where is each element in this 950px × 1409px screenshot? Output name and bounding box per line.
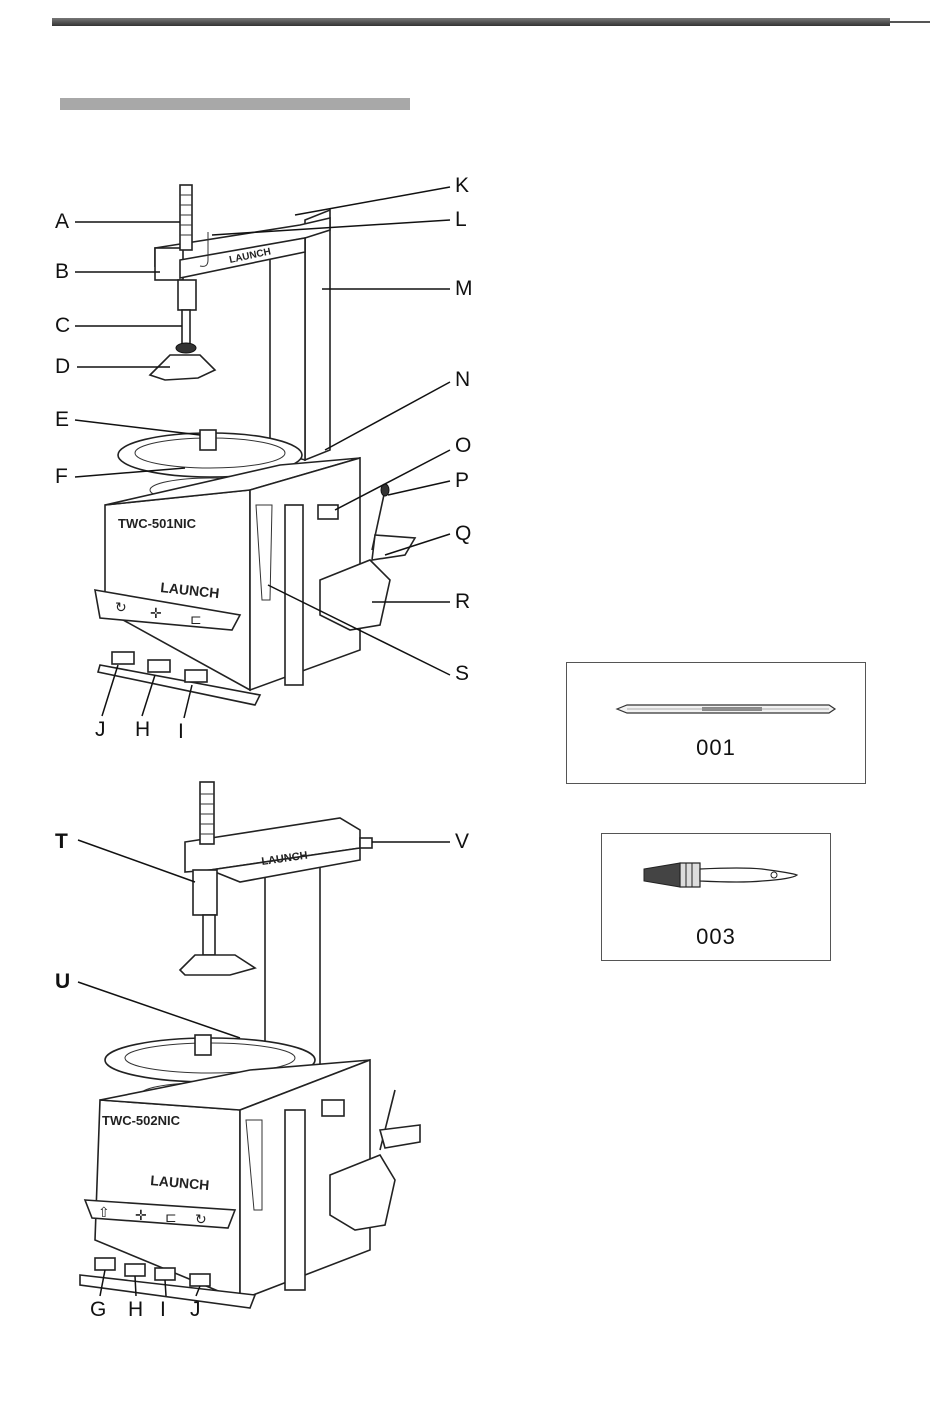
machine2-up-icon: ⇧ bbox=[98, 1204, 110, 1220]
machine2-rotate-icon: ↻ bbox=[195, 1211, 207, 1227]
machine2-bracket bbox=[380, 1125, 420, 1148]
label-q: Q bbox=[455, 522, 471, 545]
machine2-shaft-upper bbox=[193, 870, 217, 915]
label-n: N bbox=[455, 368, 470, 391]
machine1-pedal-j bbox=[112, 652, 134, 664]
brush-icon bbox=[602, 849, 830, 909]
accessory-003-box: 003 bbox=[601, 833, 831, 961]
machine1-rotate-icon: ↻ bbox=[115, 599, 127, 615]
machine1-clamp-icon: ⊏ bbox=[190, 611, 202, 627]
machine2-side-plate bbox=[285, 1110, 305, 1290]
section-bar bbox=[60, 98, 410, 110]
machine1-shaft bbox=[182, 310, 190, 345]
figure-twc-502nic: LAUNCH TWC-502NIC LAUNCH ⇧ ✛ ⊏ ↻ T U V G… bbox=[0, 770, 500, 1330]
machine2-clamp-icon: ⊏ bbox=[165, 1209, 177, 1225]
accessory-001-box: 001 bbox=[566, 662, 866, 784]
figure-twc-501nic: LAUNCH TWC-501NIC LAUNCH ↻ ✛ ⊏ A B C D E… bbox=[0, 160, 500, 750]
machine2-mount-head bbox=[180, 955, 255, 975]
label-t: T bbox=[55, 830, 68, 853]
label-m: M bbox=[455, 277, 473, 300]
machine1-pedal-i bbox=[185, 670, 207, 682]
label-f: F bbox=[55, 465, 68, 488]
label-b: B bbox=[55, 260, 69, 283]
machine2-model: TWC-502NIC bbox=[102, 1113, 181, 1128]
machine2-pedal-g bbox=[95, 1258, 115, 1270]
label-j2: J bbox=[190, 1298, 201, 1321]
label-i: I bbox=[178, 720, 184, 743]
machine1-shaft-upper bbox=[178, 280, 196, 310]
machine1-arm-head bbox=[155, 248, 183, 280]
machine2-pedal-i bbox=[155, 1268, 175, 1280]
machine2-pedal-h bbox=[125, 1264, 145, 1276]
label-h: H bbox=[135, 718, 150, 741]
machine1-model: TWC-501NIC bbox=[118, 516, 197, 531]
tire-lever-icon bbox=[567, 683, 865, 743]
machine1-pedal-h bbox=[148, 660, 170, 672]
label-k: K bbox=[455, 174, 469, 197]
label-u: U bbox=[55, 970, 70, 993]
label-g: G bbox=[90, 1298, 106, 1321]
label-o: O bbox=[455, 434, 471, 457]
machine2-screw bbox=[200, 782, 214, 844]
machine2-cross-icon: ✛ bbox=[135, 1207, 147, 1223]
accessory-001-code: 001 bbox=[567, 735, 865, 761]
machine2-clamp bbox=[195, 1035, 211, 1055]
label-s: S bbox=[455, 662, 469, 685]
label-e: E bbox=[55, 408, 69, 431]
label-h2: H bbox=[128, 1298, 143, 1321]
machine2-arm-tip bbox=[360, 838, 372, 848]
label-d: D bbox=[55, 355, 70, 378]
machine1-clamp bbox=[200, 430, 216, 450]
label-r: R bbox=[455, 590, 470, 613]
label-p: P bbox=[455, 469, 469, 492]
machine1-column-side bbox=[270, 230, 305, 460]
machine1-cross-icon: ✛ bbox=[150, 605, 162, 621]
header-rule-end bbox=[890, 21, 930, 23]
machine2-shaft bbox=[203, 915, 215, 955]
label-c: C bbox=[55, 314, 70, 337]
machine1-column bbox=[305, 210, 330, 460]
label-l: L bbox=[455, 208, 467, 231]
machine2-valve-block bbox=[322, 1100, 344, 1116]
machine1-valve-block bbox=[318, 505, 338, 519]
machine2-pedal-j bbox=[190, 1274, 210, 1286]
label-a: A bbox=[55, 210, 69, 233]
label-j: J bbox=[95, 718, 106, 741]
header-rule bbox=[52, 18, 890, 26]
label-v: V bbox=[455, 830, 469, 853]
accessory-003-code: 003 bbox=[602, 924, 830, 950]
label-i2: I bbox=[160, 1298, 166, 1321]
